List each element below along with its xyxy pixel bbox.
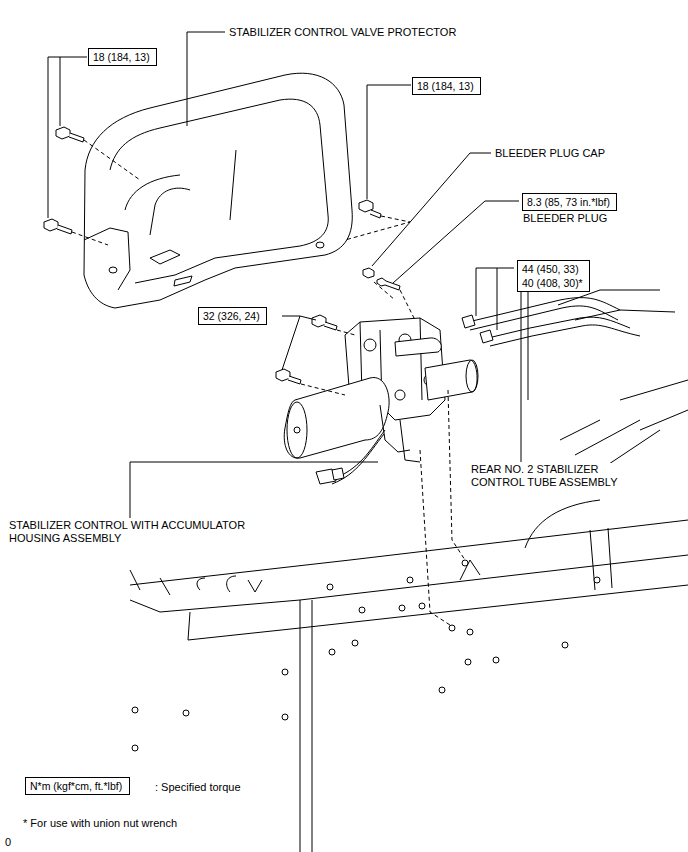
torque-spec-box: 18 (184, 13)	[88, 48, 157, 66]
torque-spec-box: 18 (184, 13)	[412, 77, 481, 95]
part-name: STABILIZER CONTROL WITH ACCUMULATOR HOUS…	[8, 519, 290, 545]
torque-value: N*m (kgf*cm, ft.*lbf)	[30, 779, 125, 793]
part-name: BLEEDER PLUG	[522, 212, 608, 225]
torque-spec-box: 44 (450, 33)40 (408, 30)*	[517, 260, 590, 292]
torque-spec-box: 8.3 (85, 73 in.*lbf)	[522, 193, 617, 211]
torque-value: 44 (450, 33)	[522, 262, 585, 276]
torque-value: 8.3 (85, 73 in.*lbf)	[527, 195, 612, 209]
part-name: BLEEDER PLUG CAP	[494, 147, 606, 160]
torque-value: 18 (184, 13)	[417, 79, 476, 93]
torque-value: 32 (326, 24)	[203, 309, 262, 323]
note-text: * For use with union nut wrench	[22, 817, 178, 830]
part-name: REAR NO. 2 STABILIZER CONTROL TUBE ASSEM…	[470, 463, 642, 489]
torque-unit-box: N*m (kgf*cm, ft.*lbf)	[25, 777, 130, 795]
torque-spec-box: 32 (326, 24)	[198, 307, 267, 325]
torque-value: 40 (408, 30)*	[522, 276, 585, 290]
part-name: STABILIZER CONTROL VALVE PROTECTOR	[228, 26, 457, 39]
note-text: 0	[4, 836, 12, 849]
note-text: : Specified torque	[154, 781, 242, 794]
torque-value: 18 (184, 13)	[93, 50, 152, 64]
